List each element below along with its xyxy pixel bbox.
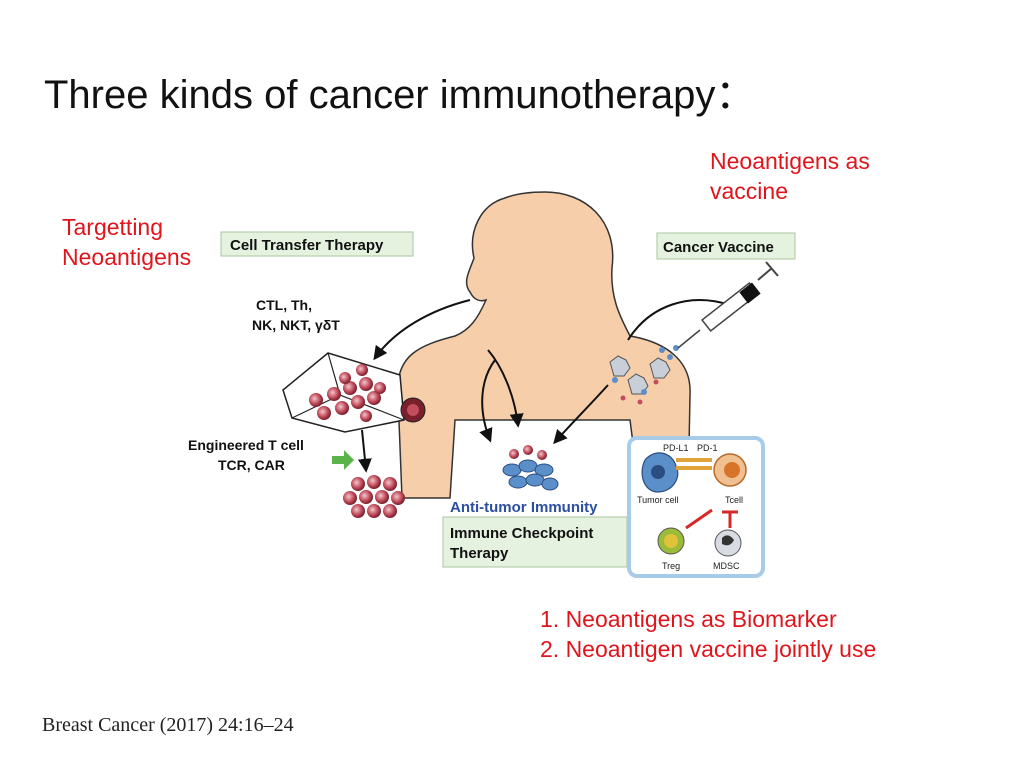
cell-types-line1: CTL, Th,: [256, 297, 312, 313]
anti-tumor-label: Anti-tumor Immunity: [450, 499, 598, 516]
pd-binding-bar: [676, 466, 712, 470]
engineered-line1: Engineered T cell: [188, 437, 304, 453]
citation: Breast Cancer (2017) 24:16–24: [42, 714, 294, 737]
annotation-biomarker-list: 1. Neoantigens as Biomarker 2. Neoantige…: [540, 604, 876, 664]
green-arrow-icon: [332, 450, 354, 470]
arrow-down: [362, 430, 366, 470]
annotation-line: 1. Neoantigens as Biomarker: [540, 604, 876, 634]
tumor-cell-label: Tumor cell: [637, 495, 679, 505]
treg-icon: [658, 528, 684, 554]
pd-binding-bar: [676, 458, 712, 462]
engineered-line2: TCR, CAR: [218, 457, 285, 473]
tcell-label: Tcell: [725, 495, 743, 505]
infused-cells-icon: [343, 475, 405, 518]
annotation-line: 2. Neoantigen vaccine jointly use: [540, 634, 876, 664]
pdl1-label: PD-L1: [663, 443, 689, 453]
tumor-cluster-icon: [503, 445, 558, 490]
checkpoint-line2: Therapy: [450, 545, 509, 562]
pd1-label: PD-1: [697, 443, 718, 453]
treg-label: Treg: [662, 561, 680, 571]
syringe-icon: [678, 262, 778, 348]
checkpoint-line1: Immune Checkpoint: [450, 525, 593, 542]
tcell-icon: [714, 454, 746, 486]
tumor-cell-icon: [642, 453, 678, 492]
mdsc-icon: [715, 530, 741, 556]
cell-transfer-label: Cell Transfer Therapy: [230, 237, 384, 254]
cell-types-line2: NK, NKT, γδT: [252, 317, 340, 333]
cancer-vaccine-label: Cancer Vaccine: [663, 239, 774, 256]
mdsc-label: MDSC: [713, 561, 740, 571]
